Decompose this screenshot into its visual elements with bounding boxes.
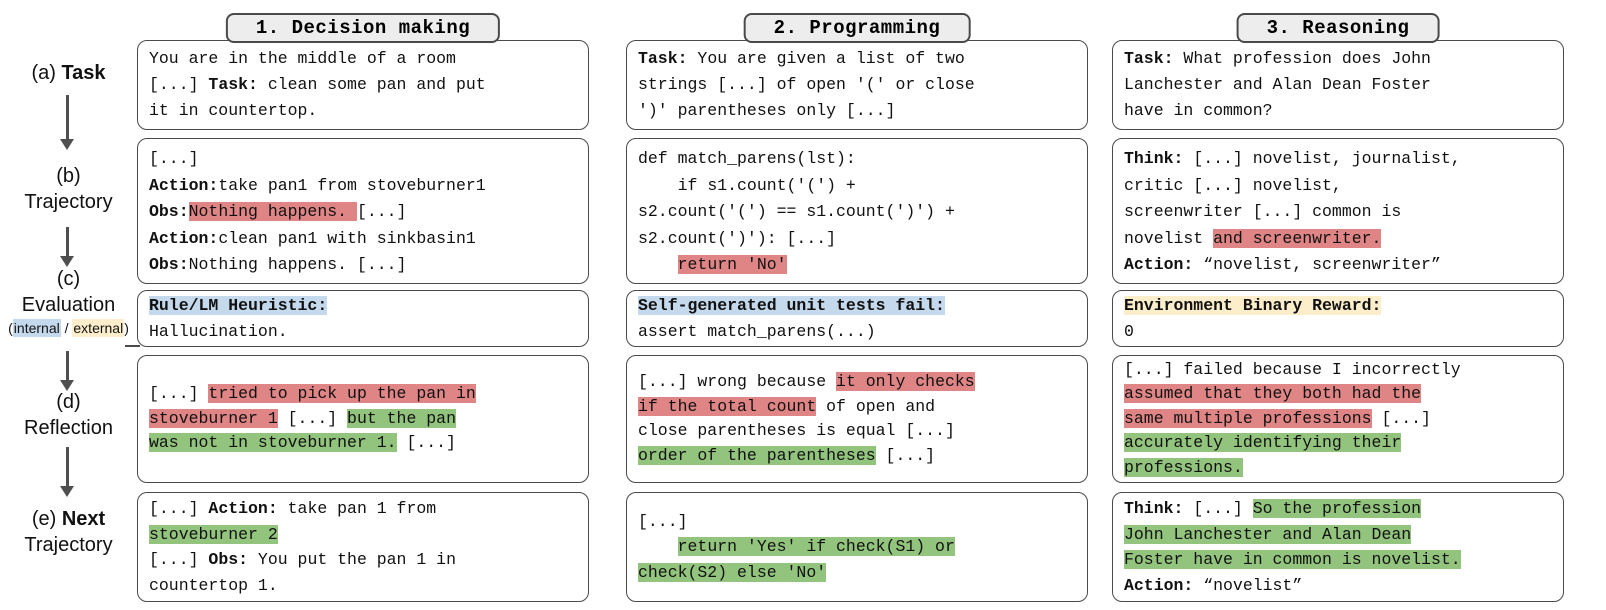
- next-trajectory-box-3: Think: [...] So the profession John Lanc…: [1112, 492, 1564, 602]
- step-b-prefix: (b): [56, 165, 81, 187]
- task-text-3: Task: What profession does John Lanchest…: [1124, 49, 1431, 120]
- next-trajectory-text-1: [...] Action: take pan 1 from stoveburne…: [149, 499, 456, 595]
- external-tag: external: [72, 319, 125, 337]
- step-a-text: (a) Task: [0, 60, 137, 86]
- reflection-box-1: [...] tried to pick up the pan in stoveb…: [137, 355, 589, 483]
- evaluation-box-1: Rule/LM Heuristic: Hallucination.: [137, 290, 589, 347]
- step-d-prefix: (d): [56, 391, 81, 413]
- step-d-label-text: Reflection: [24, 417, 113, 439]
- trajectory-text-2: def match_parens(lst): if s1.count('(') …: [638, 149, 955, 274]
- tab-programming: 2. Programming: [743, 13, 971, 43]
- step-e-next-trajectory-label: (e) Next Trajectory: [0, 506, 137, 558]
- note-close-paren: ): [124, 320, 129, 336]
- task-box-3: Task: What profession does John Lanchest…: [1112, 40, 1564, 130]
- column-programming: 2. Programming Task: You are given a lis…: [626, 0, 1088, 610]
- flow-arrow-4: [60, 447, 74, 497]
- column-reasoning: 3. Reasoning Task: What profession does …: [1112, 0, 1564, 610]
- note-open-paren: (: [8, 320, 13, 336]
- evaluation-text-1: Rule/LM Heuristic: Hallucination.: [149, 296, 328, 341]
- next-trajectory-text-2: [...] return 'Yes' if check(S1) or check…: [638, 511, 955, 582]
- step-e-line-2: Trajectory: [24, 534, 113, 556]
- internal-tag: internal: [12, 319, 61, 337]
- task-text-2: Task: You are given a list of two string…: [638, 49, 975, 120]
- step-b-label-text: Trajectory: [24, 191, 113, 213]
- trajectory-box-2: def match_parens(lst): if s1.count('(') …: [626, 138, 1088, 284]
- tab-reasoning: 3. Reasoning: [1236, 13, 1440, 43]
- internal-external-note: (internal / external): [0, 318, 137, 338]
- trajectory-box-3: Think: [...] novelist, journalist, criti…: [1112, 138, 1564, 284]
- flow-arrow-2: [60, 227, 74, 267]
- note-separator: /: [60, 320, 73, 336]
- step-c-evaluation-label: (c) Evaluation (internal / external): [0, 266, 137, 338]
- step-a-prefix: (a): [31, 62, 62, 84]
- evaluation-text-2: Self-generated unit tests fail: assert m…: [638, 296, 945, 341]
- step-e-prefix: (e): [31, 508, 62, 530]
- reflection-box-3: [...] failed because I incorrectly assum…: [1112, 355, 1564, 483]
- step-a-task-label: (a) Task: [0, 60, 137, 86]
- column-decision-making: 1. Decision making You are in the middle…: [137, 0, 589, 610]
- task-box-2: Task: You are given a list of two string…: [626, 40, 1088, 130]
- evaluation-text-3: Environment Binary Reward: 0: [1124, 296, 1382, 341]
- flow-arrow-3: [60, 351, 74, 391]
- next-trajectory-box-1: [...] Action: take pan 1 from stoveburne…: [137, 492, 589, 602]
- trajectory-text-1: [...] Action:take pan1 from stoveburner1…: [149, 149, 486, 274]
- step-a-label-text: Task: [61, 62, 106, 84]
- reflection-text-3: [...] failed because I incorrectly assum…: [1124, 359, 1461, 477]
- next-trajectory-box-2: [...] return 'Yes' if check(S1) or check…: [626, 492, 1088, 602]
- flow-rail: (a) Task (b) Trajectory (c) Evaluation (…: [0, 0, 137, 610]
- reflection-text-2: [...] wrong because it only checks if th…: [638, 372, 975, 465]
- tab-decision-making: 1. Decision making: [225, 13, 501, 43]
- trajectory-box-1: [...] Action:take pan1 from stoveburner1…: [137, 138, 589, 284]
- task-text-1: You are in the middle of a room [...] Ta…: [149, 49, 486, 120]
- task-box-1: You are in the middle of a room [...] Ta…: [137, 40, 589, 130]
- step-e-line-1: (e) Next: [0, 506, 137, 532]
- flow-arrow-1: [60, 95, 74, 150]
- reflection-box-2: [...] wrong because it only checks if th…: [626, 355, 1088, 483]
- evaluation-box-2: Self-generated unit tests fail: assert m…: [626, 290, 1088, 347]
- step-e-label-text: Next: [61, 508, 106, 530]
- reflection-text-1: [...] tried to pick up the pan in stoveb…: [149, 384, 476, 453]
- trajectory-text-3: Think: [...] novelist, journalist, criti…: [1124, 149, 1461, 274]
- next-trajectory-text-3: Think: [...] So the profession John Lanc…: [1124, 499, 1461, 595]
- evaluation-box-3: Environment Binary Reward: 0: [1112, 290, 1564, 347]
- connector-line: [125, 345, 140, 347]
- step-c-prefix: (c): [56, 268, 81, 290]
- step-d-reflection-label: (d) Reflection: [0, 389, 137, 441]
- step-c-label-text: Evaluation: [21, 294, 116, 316]
- step-b-trajectory-label: (b) Trajectory: [0, 163, 137, 215]
